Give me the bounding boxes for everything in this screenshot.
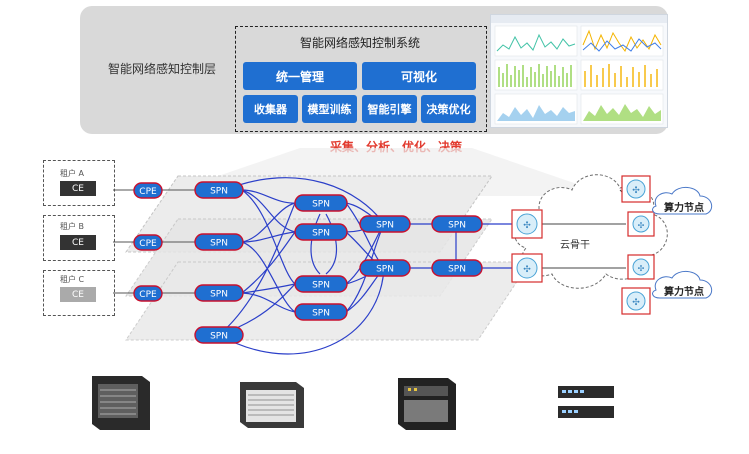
- tenant-label-a: 租户 A: [60, 169, 85, 178]
- svg-text:✣: ✣: [632, 298, 640, 308]
- cpe-node-c: CPE: [133, 285, 163, 302]
- spn-node-12: SPN: [431, 259, 483, 277]
- svg-text:✣: ✣: [638, 221, 645, 230]
- svg-text:SPN: SPN: [312, 229, 330, 239]
- svg-text:✣: ✣: [523, 221, 531, 231]
- router-icon-2: ✣: [511, 253, 543, 283]
- svg-text:✣: ✣: [638, 264, 645, 273]
- spn-node-1: SPN: [194, 181, 244, 199]
- spn-node-6: SPN: [294, 275, 348, 293]
- unified-management-button: 统一管理: [243, 62, 357, 90]
- tenant-box-a: [43, 160, 115, 206]
- ce-node-c: CE: [60, 287, 96, 302]
- router-icon-4: ✣: [627, 211, 655, 237]
- compute-node-label-2: 算力节点: [664, 287, 704, 298]
- spn-node-11: SPN: [359, 259, 411, 277]
- spn-node-2: SPN: [194, 233, 244, 251]
- svg-text:CPE: CPE: [139, 187, 157, 197]
- tenant-label-c: 租户 C: [60, 275, 85, 284]
- tenant-box-c: [43, 270, 115, 316]
- cpe-node-a: CPE: [133, 182, 163, 199]
- cpe-node-b: CPE: [133, 234, 163, 251]
- svg-text:SPN: SPN: [312, 281, 330, 291]
- svg-text:SPN: SPN: [448, 265, 466, 275]
- router-icon-1: ✣: [511, 209, 543, 239]
- spn-node-9: SPN: [359, 215, 411, 233]
- svg-text:SPN: SPN: [448, 221, 466, 231]
- device-chassis-3: [398, 378, 456, 430]
- spn-node-8: SPN: [194, 326, 244, 344]
- spn-node-3: SPN: [194, 284, 244, 302]
- svg-text:✣: ✣: [632, 186, 640, 196]
- ce-node-a: CE: [60, 181, 96, 196]
- collector-button: 收集器: [243, 95, 298, 123]
- device-rack-4: [558, 386, 614, 418]
- router-icon-5: ✣: [627, 254, 655, 280]
- spn-node-4: SPN: [294, 194, 348, 212]
- control-system-box: [235, 26, 487, 132]
- svg-text:SPN: SPN: [210, 290, 228, 300]
- svg-text:SPN: SPN: [376, 221, 394, 231]
- compute-node-cloud-1: [652, 187, 713, 215]
- dashboard-screenshot: [490, 14, 668, 128]
- svg-text:SPN: SPN: [210, 239, 228, 249]
- tenant-box-b: [43, 215, 115, 261]
- decision-optimization-button: 决策优化: [421, 95, 476, 123]
- model-training-button: 模型训练: [302, 95, 357, 123]
- router-icon-3: ✣: [621, 175, 651, 203]
- compute-node-cloud-2: [652, 271, 713, 299]
- spn-node-10: SPN: [431, 215, 483, 233]
- ce-node-b: CE: [60, 235, 96, 250]
- svg-text:SPN: SPN: [210, 332, 228, 342]
- cloud-backbone-label: 云骨干: [560, 240, 590, 251]
- device-chassis-2: [240, 382, 304, 428]
- compute-node-label-1: 算力节点: [664, 203, 704, 214]
- svg-text:CPE: CPE: [139, 290, 157, 300]
- smart-engine-button: 智能引擎: [362, 95, 417, 123]
- svg-text:CPE: CPE: [139, 239, 157, 249]
- visualization-button: 可视化: [362, 62, 476, 90]
- svg-text:SPN: SPN: [312, 309, 330, 319]
- spn-node-7: SPN: [294, 303, 348, 321]
- control-system-title: 智能网络感知控制系统: [299, 36, 420, 50]
- svg-text:SPN: SPN: [312, 200, 330, 210]
- device-chassis-1: [92, 376, 150, 430]
- spn-node-5: SPN: [294, 223, 348, 241]
- control-layer-label: 智能网络感知控制层: [107, 62, 216, 76]
- tenant-label-b: 租户 B: [60, 222, 85, 231]
- router-icon-6: ✣: [621, 287, 651, 315]
- svg-text:✣: ✣: [523, 265, 531, 275]
- svg-text:SPN: SPN: [210, 187, 228, 197]
- network-plane-bottom: [125, 261, 531, 341]
- svg-text:SPN: SPN: [376, 265, 394, 275]
